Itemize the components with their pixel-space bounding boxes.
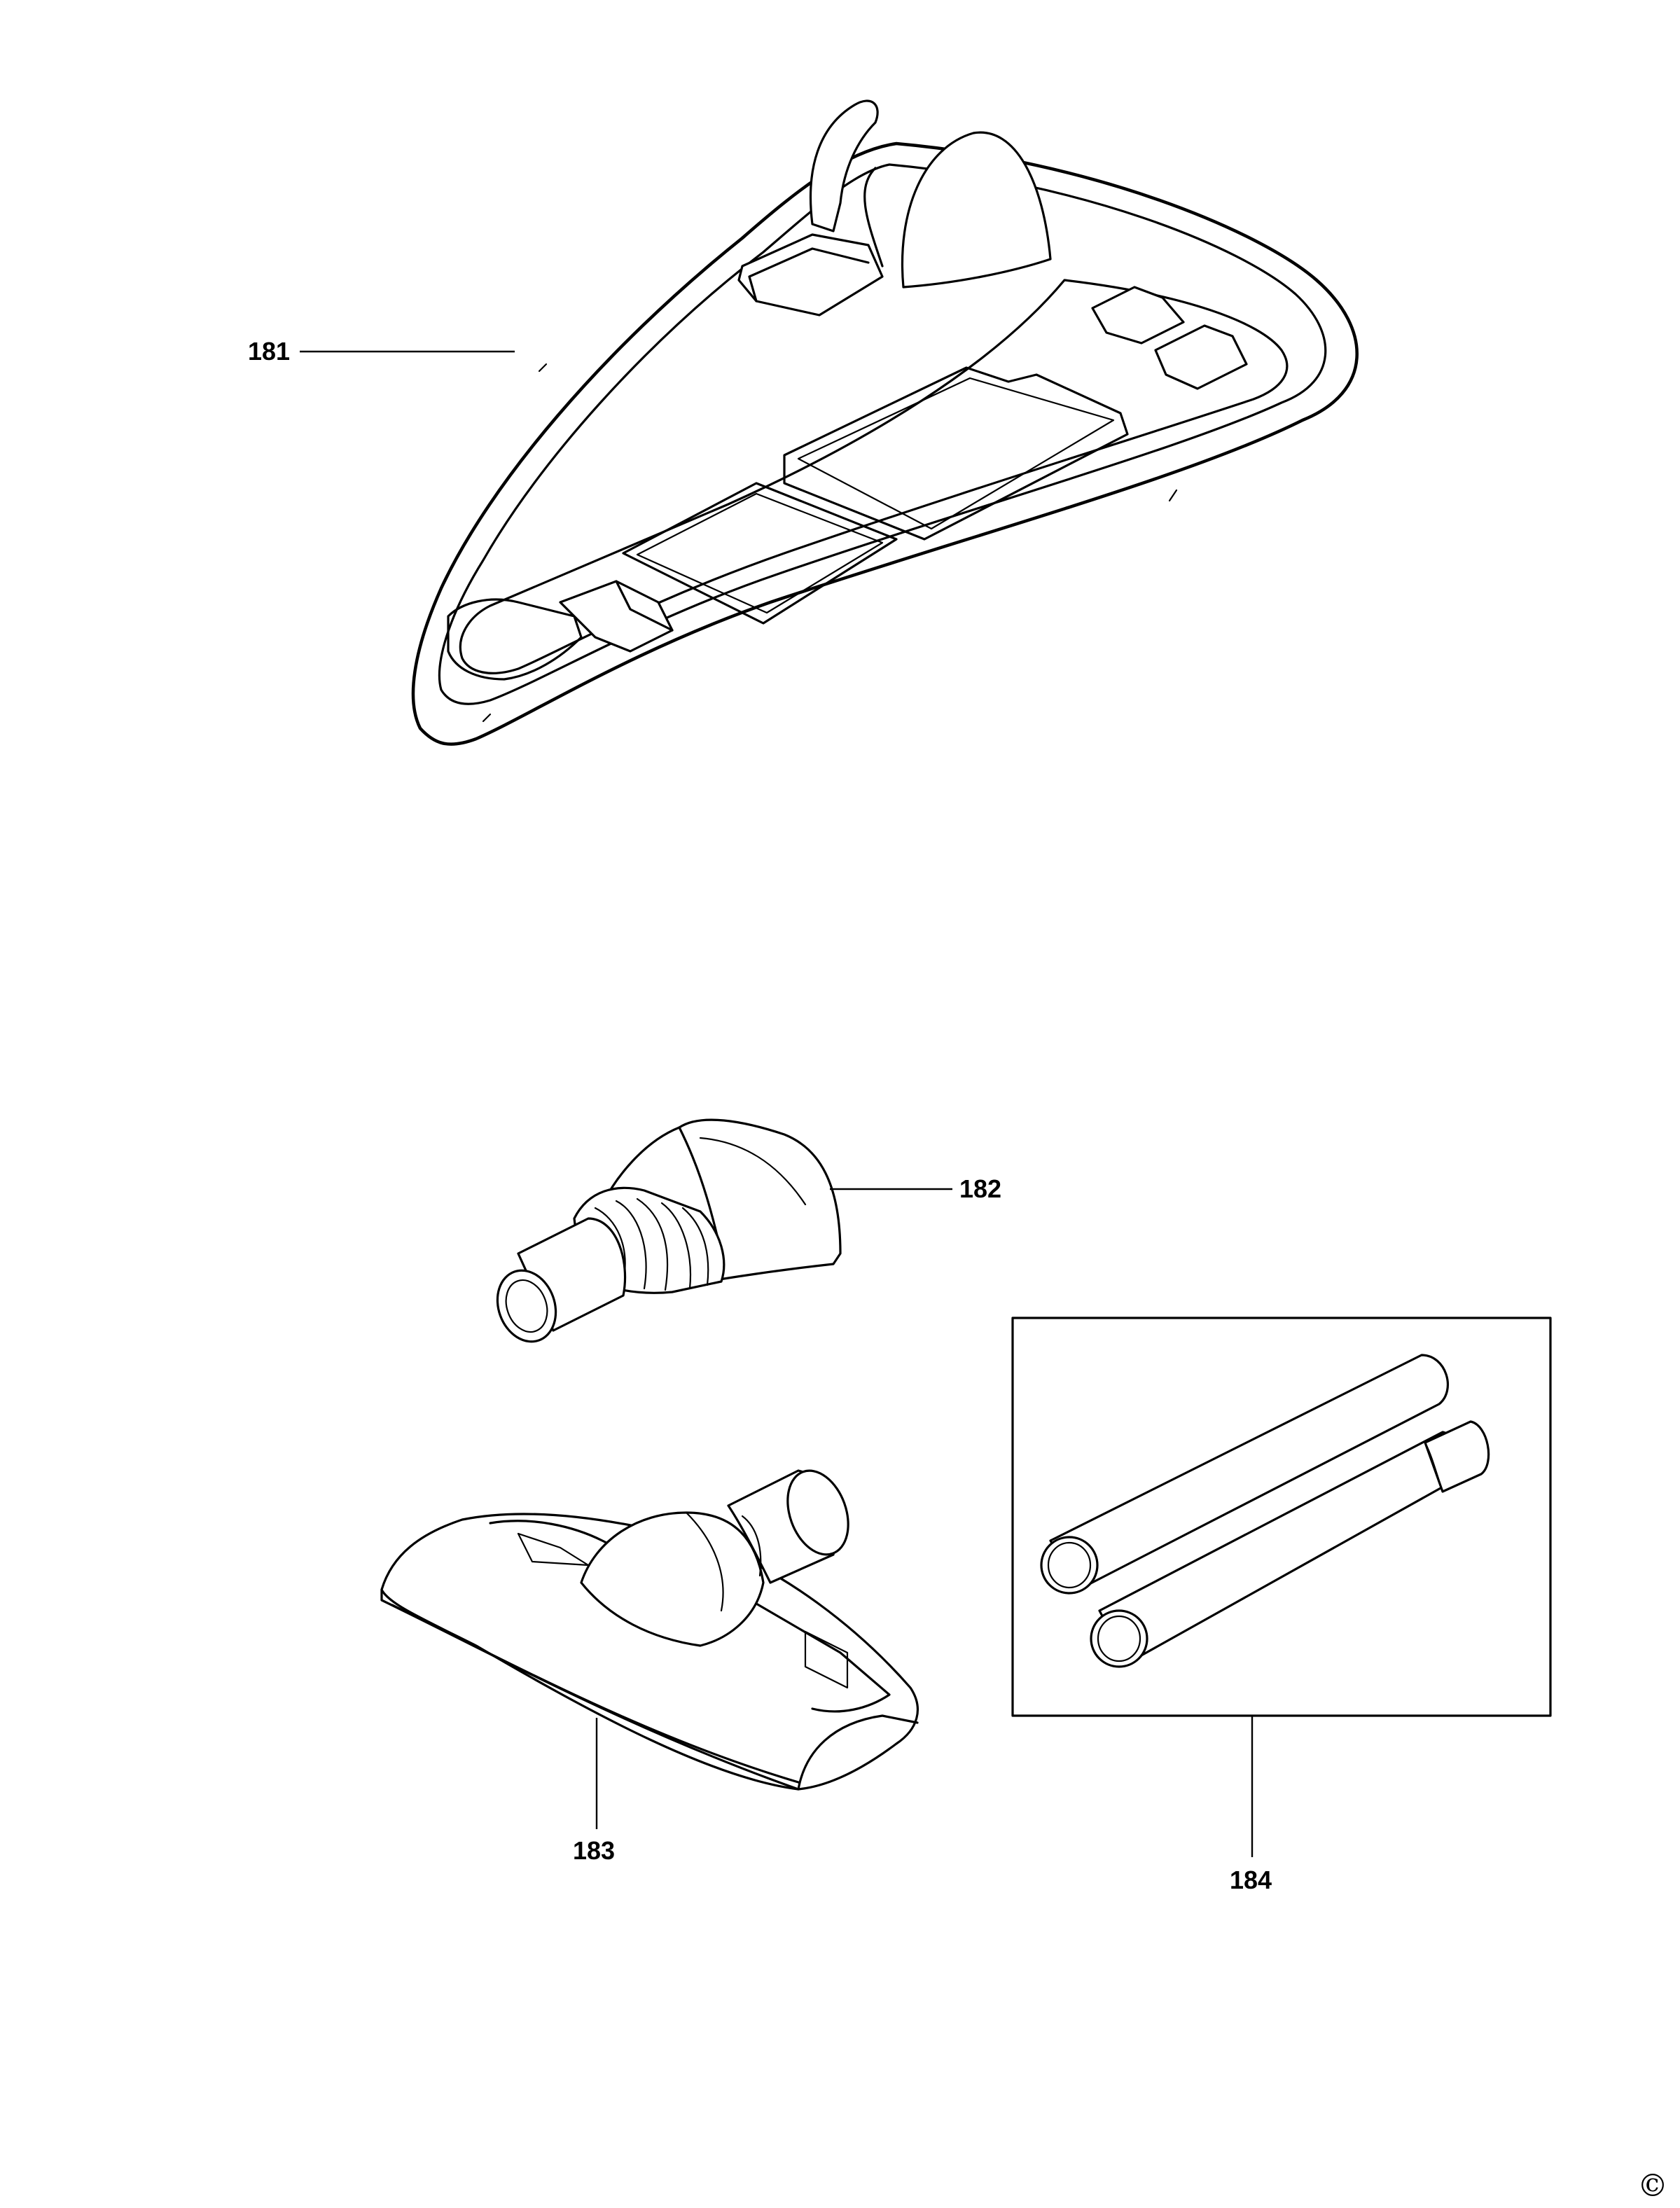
callout-181: 181 xyxy=(248,337,291,366)
part-182-upholstery-nozzle xyxy=(496,1118,952,1343)
callout-184: 184 xyxy=(1230,1866,1272,1894)
part-184-box xyxy=(1011,1317,1552,1717)
copyright-symbol: © xyxy=(1637,2168,1668,2204)
part-183-floor-nozzle xyxy=(380,1469,919,1829)
callout-182: 182 xyxy=(959,1174,1002,1203)
part-184-extension-tubes xyxy=(1011,1317,1552,1857)
callout-183: 183 xyxy=(573,1836,616,1865)
part-181-base-cover xyxy=(300,99,1359,746)
